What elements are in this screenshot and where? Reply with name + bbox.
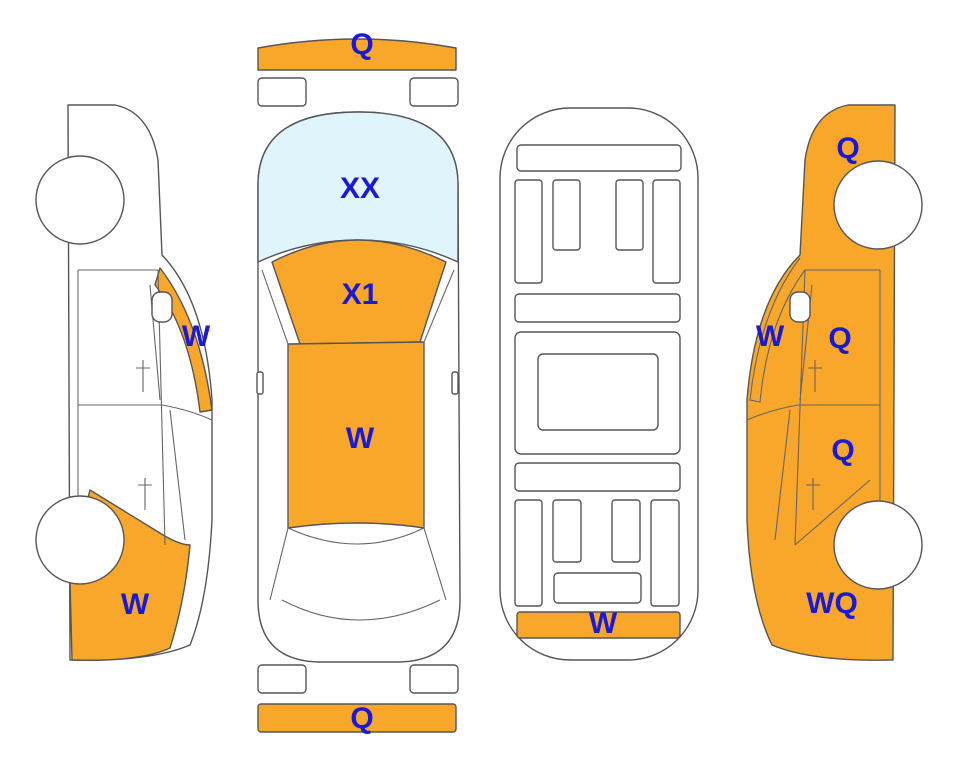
right-door-handle-front [808, 360, 822, 392]
underside-cross-member-2 [514, 462, 681, 492]
right-door-lines [746, 269, 881, 546]
underside-rear-right-block [611, 499, 641, 563]
underside-front-left-block [552, 179, 581, 251]
right-rear-wheel [833, 500, 923, 590]
right-front-fender-label: Q [836, 132, 859, 165]
right-front-door-edge-label: W [756, 320, 785, 353]
left-rear-wheel [35, 495, 125, 585]
front-bumper[interactable] [257, 38, 457, 71]
underside-rear-left-rail [514, 499, 543, 607]
left-rear-door-edge-label: W [182, 320, 211, 353]
right-rear-glass-outline [749, 257, 806, 403]
front-right-light [409, 77, 459, 107]
right-mirror [789, 291, 811, 323]
underside-rear-right-rail [650, 499, 680, 607]
right-front-wheel [833, 160, 923, 250]
underside-view: W [499, 107, 699, 661]
right-side-view: Q W Q Q WQ [746, 104, 923, 661]
roof-front-label: X1 [342, 278, 379, 311]
left-mirror [151, 291, 173, 323]
rear-right-light [409, 664, 459, 694]
rear-bumper[interactable] [257, 703, 457, 733]
left-rear-quarter-label: W [121, 588, 150, 621]
right-rear-door-label: Q [831, 434, 854, 467]
underside-rear-bar [553, 572, 642, 604]
underside-front-right-block [615, 179, 644, 251]
left-mirror-top [256, 371, 264, 395]
right-mirror-top [451, 371, 459, 395]
top-view-pillars [261, 269, 455, 621]
front-bumper-label: Q [350, 28, 373, 61]
right-rear-quarter-label: WQ [806, 587, 858, 620]
rear-bumper-label: Q [350, 702, 373, 735]
underside-rear-panel[interactable] [516, 611, 681, 639]
underside-front-right-rail [652, 179, 681, 284]
underside-center-panel [537, 353, 659, 431]
right-front-door-label: Q [828, 322, 851, 355]
underside-front-bar [516, 144, 682, 172]
left-front-wheel [35, 155, 125, 245]
roof-main-label: W [346, 422, 375, 455]
underside-cross-member-1 [514, 293, 681, 323]
underside-front-left-rail [514, 179, 543, 284]
right-door-handle-rear [806, 478, 820, 510]
left-door-lines [77, 269, 213, 546]
left-side-view: W W [35, 104, 213, 661]
roof-front-panel[interactable] [271, 239, 447, 345]
underside-rear-label: W [589, 607, 618, 640]
rear-left-light [257, 664, 307, 694]
top-view: Q XX X1 W Q [256, 28, 461, 735]
left-door-handle-rear [138, 478, 152, 510]
front-left-light [257, 77, 307, 107]
hood-glass-label: XX [340, 172, 380, 205]
left-door-handle-front [136, 360, 150, 392]
underside-rear-left-block [552, 499, 582, 563]
hood-glass[interactable] [257, 111, 459, 263]
